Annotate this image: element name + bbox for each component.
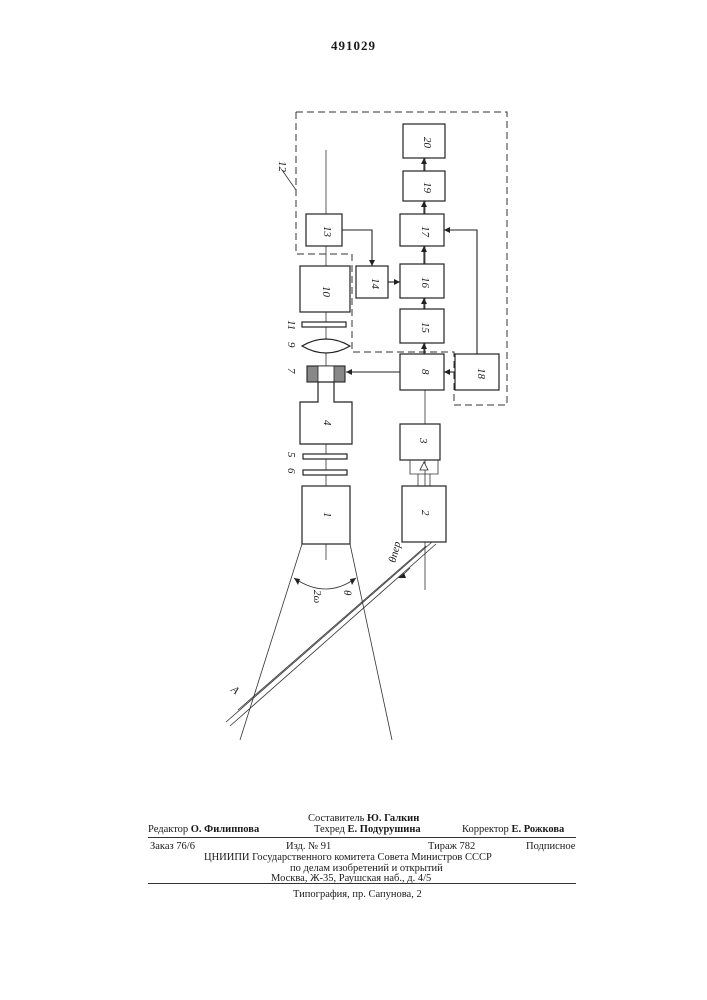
optical-scheme-diagram: 12 20 19 17 16 15 8 18 13 14 10 11 9 xyxy=(0,0,707,830)
beam-line-2 xyxy=(230,544,436,726)
label-14: 14 xyxy=(369,278,381,290)
link-13-14 xyxy=(342,230,372,266)
label-19: 19 xyxy=(421,182,433,194)
footer-rule-bottom xyxy=(148,883,576,884)
footer-techred: Техред Е. Подурушина xyxy=(314,824,421,835)
footer-edition: Изд. № 91 xyxy=(286,841,331,852)
fov-left-line xyxy=(240,544,302,740)
beam-line-1 xyxy=(226,542,432,722)
label-6: 6 xyxy=(285,468,297,474)
label-8: 8 xyxy=(419,369,431,375)
label-17: 17 xyxy=(419,226,431,238)
label-5: 5 xyxy=(285,452,297,458)
label-7: 7 xyxy=(285,368,297,374)
footer-rule-top xyxy=(148,837,576,838)
angle-theta-per: θпер xyxy=(387,540,404,564)
footer-compiler: Составитель Ю. Галкин xyxy=(308,813,419,824)
label-20: 20 xyxy=(421,137,433,149)
fov-angle-arc xyxy=(294,578,356,589)
block-4 xyxy=(300,382,352,444)
label-15: 15 xyxy=(419,322,431,334)
footer-editor: Редактор О. Филиппова xyxy=(148,824,259,835)
label-16: 16 xyxy=(419,277,431,289)
footer-subscription: Подписное xyxy=(526,841,575,852)
label-1: 1 xyxy=(321,512,333,518)
link-18-17 xyxy=(444,230,477,354)
angle-2w: 2ω xyxy=(311,590,323,604)
filter-11 xyxy=(302,322,346,327)
footer-corrector: Корректор Е. Рожкова xyxy=(462,824,564,835)
point-a-label: A xyxy=(228,683,242,697)
label-2: 2 xyxy=(419,510,431,516)
fov-right-line xyxy=(350,544,392,740)
filter-6 xyxy=(303,470,347,475)
filter-5 xyxy=(303,454,347,459)
beam-line-3 xyxy=(238,546,426,710)
label-10: 10 xyxy=(320,286,332,298)
angle-theta: θ xyxy=(341,590,353,596)
footer-order: Заказ 76/6 xyxy=(150,841,195,852)
label-13: 13 xyxy=(321,226,333,238)
footer-circulation: Тираж 782 xyxy=(428,841,475,852)
footer-org-line1: ЦНИИПИ Государственного комитета Совета … xyxy=(204,852,492,863)
label-3: 3 xyxy=(417,437,429,444)
label-11: 11 xyxy=(285,320,297,330)
label-4: 4 xyxy=(321,420,333,426)
label-12: 12 xyxy=(276,161,288,173)
leader-12 xyxy=(282,170,296,190)
footer-typography: Типография, пр. Сапунова, 2 xyxy=(293,889,422,900)
label-18: 18 xyxy=(475,368,487,380)
lens-9 xyxy=(302,339,350,353)
label-9: 9 xyxy=(285,342,297,348)
